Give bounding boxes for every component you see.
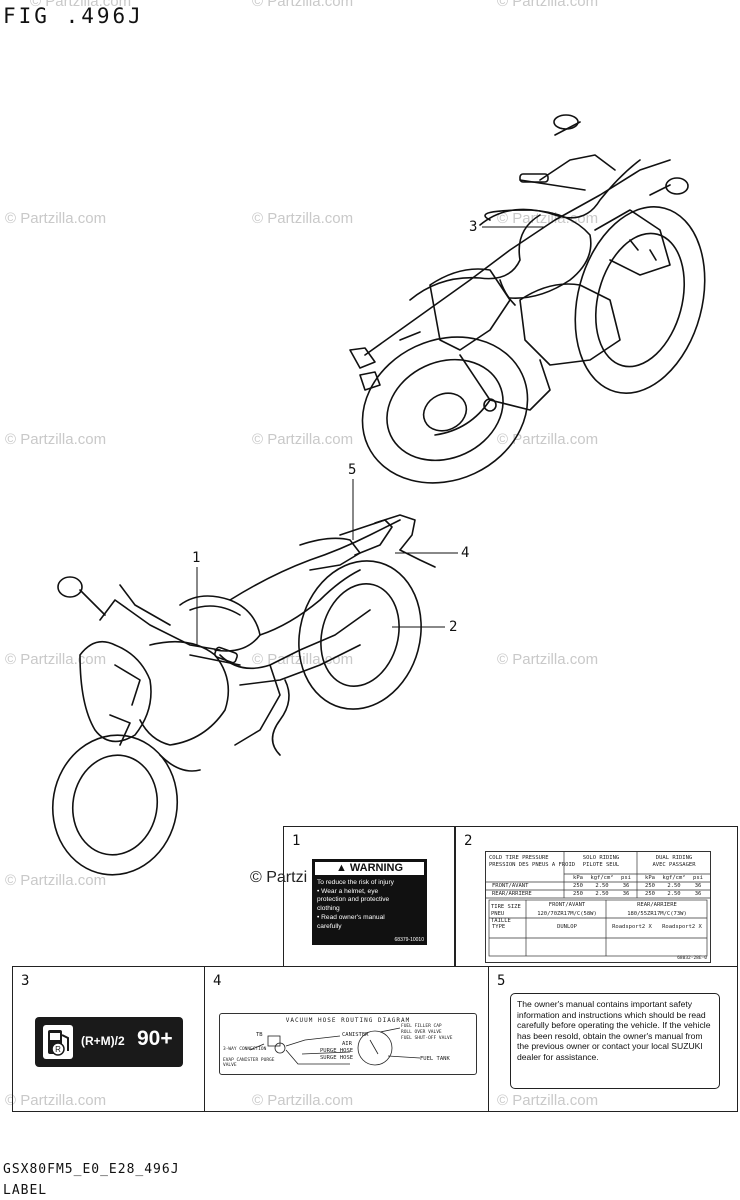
motorcycle-rear-view-drawing (349, 114, 706, 484)
label-3-box: 3 R (R+M)/2 90+ (12, 966, 205, 1112)
vacuum-hose-title: VACUUM HOSE ROUTING DIAGRAM (285, 1017, 411, 1024)
watermark: © Partzilla.com (252, 210, 354, 227)
front-size: 120/70ZR17M/C(58W) (537, 911, 597, 917)
front-row-values: 250 2.50 36 250 2.50 36 (573, 883, 702, 889)
rear-row-label: REAR/ARRIERE (492, 891, 532, 897)
label-number: 2 (464, 833, 473, 849)
watermark: © Partzilla.com (497, 651, 599, 668)
watermark: © Partzilla.com (497, 210, 599, 227)
svg-text:R: R (55, 1045, 61, 1054)
callout-3: 3 (469, 219, 478, 235)
tire-table-grid (486, 852, 710, 957)
rear-size: 180/55ZR17M/C(73W) (627, 911, 687, 917)
front-tire-model: Roadsport2 X (612, 924, 652, 930)
rear-tire-model: Roadsport2 X (662, 924, 702, 930)
watermark: © Partzilla.com (5, 872, 107, 889)
watermark-overlay: © Partzi (250, 869, 308, 886)
callout-2: 2 (449, 619, 458, 635)
watermark: © Partzilla.com (252, 431, 354, 448)
units-row: kPa kgf/cm² psi kPa kgf/cm² psi (573, 875, 703, 881)
callout-4: 4 (461, 545, 470, 561)
warning-code: 68379-10010 (394, 937, 424, 943)
tire-pressure-label: COLD TIRE PRESSURE PRESSION DES PNEUS A … (485, 851, 711, 963)
owners-manual-label: The owner's manual contains important sa… (510, 993, 720, 1089)
motorcycle-front-view-drawing (51, 514, 436, 876)
watermark: © Partzilla.com (497, 0, 599, 10)
tire-size-label: TIRE SIZE PNEU TAILLE (491, 904, 521, 924)
warning-heading: ▲ WARNING (315, 862, 424, 875)
warning-label: ▲ WARNING To reduce the risk of injury •… (312, 859, 427, 945)
label-number: 1 (292, 833, 301, 849)
label-2-box: 2 COLD TIRE PRESSURE PRESSION DES PNEUS … (455, 826, 738, 967)
watermark: © Partzilla.com (497, 431, 599, 448)
vacuum-hose-diagram (249, 1027, 421, 1066)
callout-1: 1 (192, 550, 201, 566)
label-4-box: 4 VACUUM HOSE ROUTING DIAGRAM CANISTER A… (204, 966, 489, 1112)
watermark: © Partzilla.com (252, 1092, 354, 1109)
rear-row-values: 250 2.50 36 250 2.50 36 (573, 891, 702, 897)
watermark: © Partzilla.com (497, 1092, 599, 1109)
warning-triangle-icon: ▲ (335, 862, 347, 874)
watermark: © Partzilla.com (30, 0, 132, 10)
footer-code: GSX80FM5_E0_E28_496J (3, 1162, 180, 1177)
callout-5: 5 (348, 462, 357, 478)
label-1-box: 1 ▲ WARNING To reduce the risk of injury… (283, 826, 455, 967)
label-number: 3 (21, 973, 30, 989)
front-size-head: FRONT/AVANT (548, 902, 586, 908)
vacuum-hose-label: VACUUM HOSE ROUTING DIAGRAM CANISTER AIR… (219, 1013, 477, 1075)
watermark: © Partzilla.com (5, 210, 107, 227)
label-number: 4 (213, 973, 222, 989)
figure-title: FIG .496J (3, 4, 144, 28)
label-number: 5 (497, 973, 506, 989)
owners-manual-text: The owner's manual contains important sa… (517, 999, 711, 1062)
octane-label: R (R+M)/2 90+ (35, 1017, 183, 1067)
tire-label-code: 68032-28E-0 (677, 956, 707, 961)
octane-formula: (R+M)/2 (81, 1034, 125, 1048)
tire-brand: DUNLOP (557, 924, 577, 930)
front-row-label: FRONT/AVANT (492, 883, 529, 889)
label-5-box: 5 The owner's manual contains important … (488, 966, 738, 1112)
watermark: © Partzilla.com (5, 1092, 107, 1109)
rear-size-head: REAR/ARRIERE (637, 902, 677, 908)
tire-type-label: TYPE (492, 924, 506, 930)
watermark: © Partzilla.com (252, 0, 354, 10)
fuel-pump-icon: R (43, 1025, 73, 1059)
footer-label: LABEL (3, 1183, 48, 1198)
watermark: © Partzilla.com (5, 431, 107, 448)
warning-text: To reduce the risk of injury • Wear a he… (317, 879, 394, 930)
watermark: © Partzilla.com (252, 651, 354, 668)
octane-value: 90+ (137, 1027, 173, 1050)
